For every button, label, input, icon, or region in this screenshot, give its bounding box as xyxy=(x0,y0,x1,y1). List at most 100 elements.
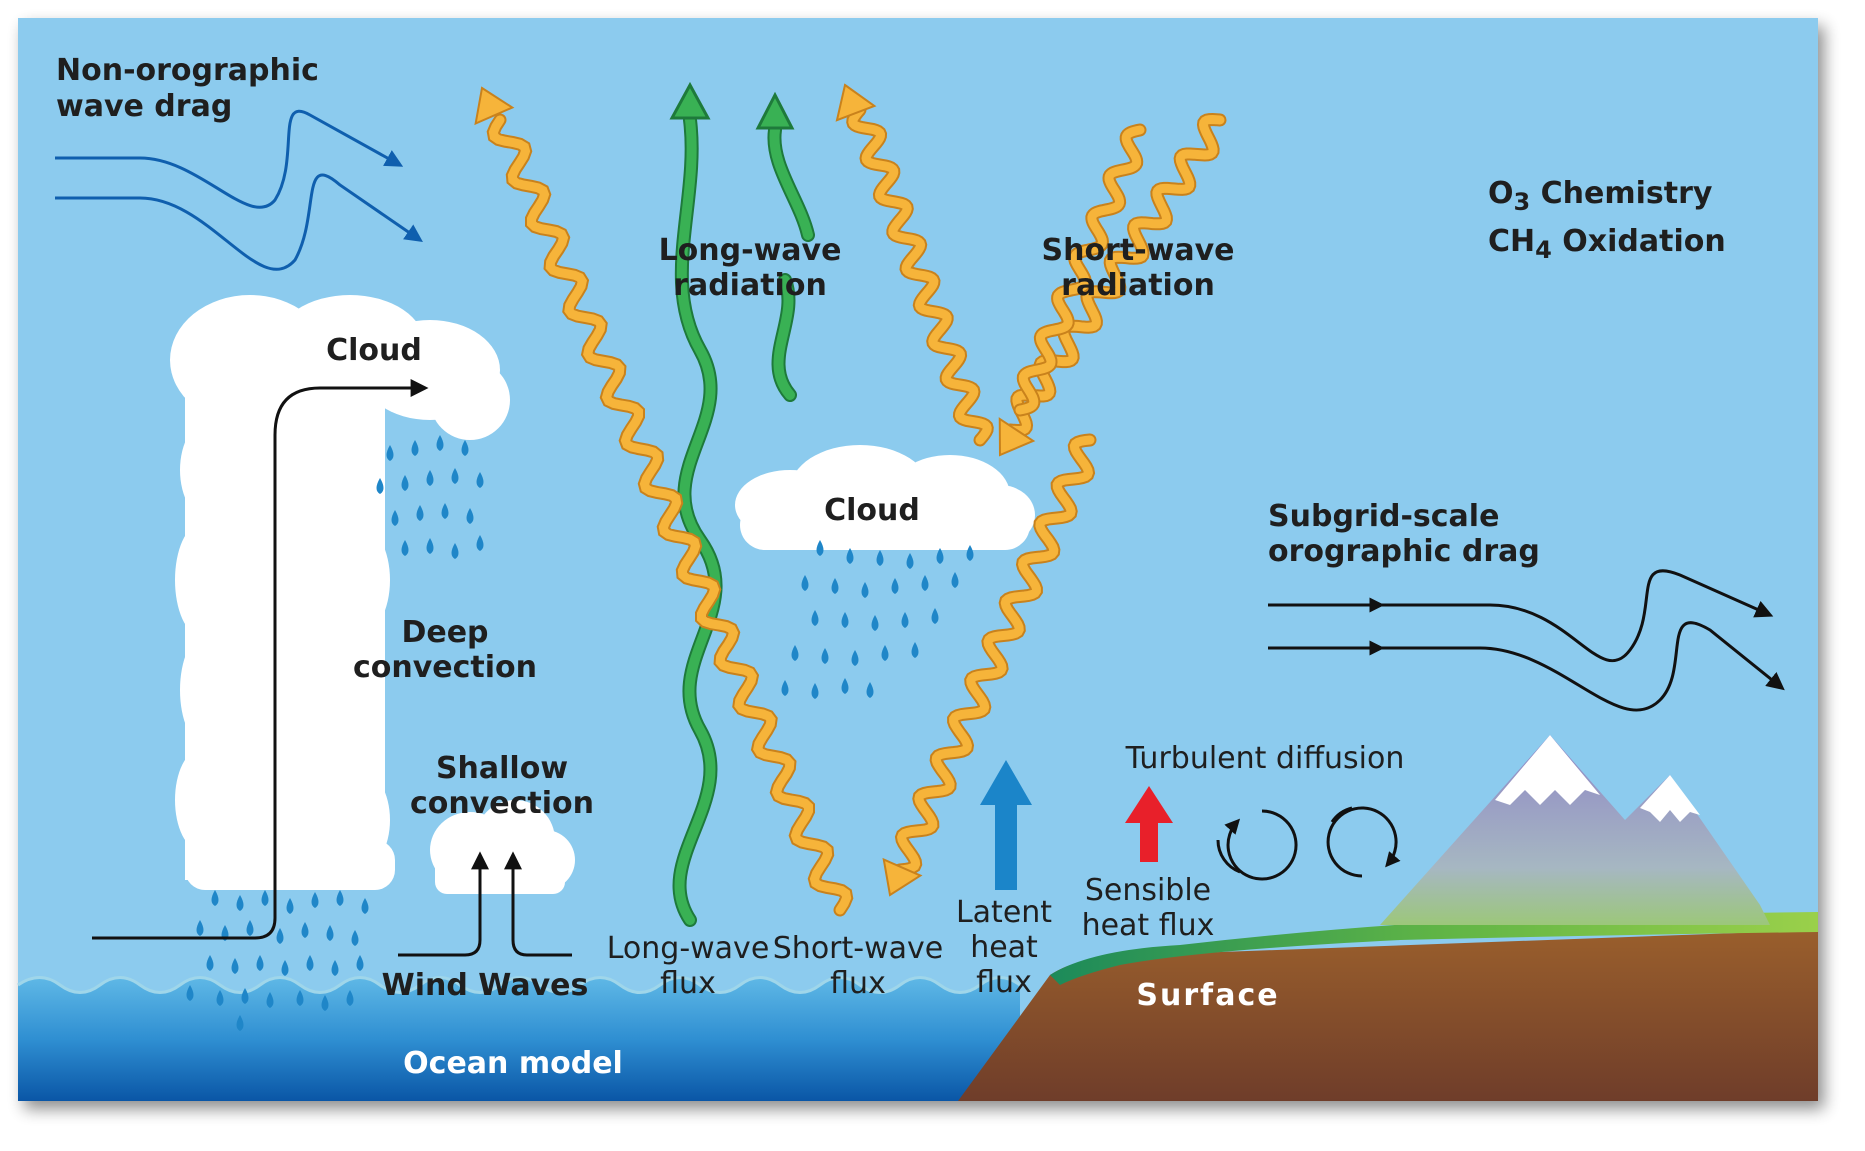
non-orographic-label-1: Non-orographic xyxy=(56,53,319,88)
latent-heat-arrow xyxy=(980,760,1032,890)
rain-drop xyxy=(841,612,849,628)
rain-drop xyxy=(781,680,789,696)
shallow-convection-arrows xyxy=(398,851,572,957)
rain-drop xyxy=(816,540,824,556)
short-wave-ray xyxy=(848,105,992,445)
rain-drop xyxy=(466,508,474,524)
short-wave-flux-label-2: flux xyxy=(830,966,886,1001)
rain-drop xyxy=(411,440,419,456)
rain-drop xyxy=(966,545,974,561)
rain-drop xyxy=(891,578,899,594)
long-wave-radiation-label-1: Long-wave xyxy=(659,233,842,268)
rain-drop xyxy=(276,928,284,944)
rain-drop xyxy=(236,895,244,911)
rain-drop xyxy=(196,920,204,936)
rain-drop xyxy=(451,468,459,484)
rain-drop xyxy=(811,683,819,699)
rain-drop xyxy=(376,478,384,494)
short-wave-arrowhead xyxy=(882,857,923,897)
rain-drop xyxy=(861,582,869,598)
rain-drop xyxy=(321,995,329,1011)
rain-drop xyxy=(236,1015,244,1031)
mountains xyxy=(1380,735,1770,925)
turbulent-eddies xyxy=(1216,806,1401,881)
rain-drop xyxy=(461,440,469,456)
rain-drop xyxy=(476,472,484,488)
short-wave-ray xyxy=(1015,125,1145,415)
wind-waves-label: Wind Waves xyxy=(382,968,589,1003)
rain-drop xyxy=(866,682,874,698)
rain-drop xyxy=(871,615,879,631)
rain-drop xyxy=(401,540,409,556)
rain-drop xyxy=(901,612,909,628)
rain-drop xyxy=(841,678,849,694)
rain-drop xyxy=(311,892,319,908)
shallow-convection-label-1: Shallow xyxy=(436,751,568,786)
rain-drop xyxy=(921,575,929,591)
rain-drop xyxy=(336,890,344,906)
rain-drop xyxy=(206,955,214,971)
deep-convection-label-1: Deep xyxy=(401,615,488,650)
short-wave-ray xyxy=(1005,114,1225,436)
short-wave-ray xyxy=(488,115,852,915)
rain-drop xyxy=(231,958,239,974)
latent-heat-label-3: flux xyxy=(976,965,1032,1000)
rain-drop xyxy=(846,548,854,564)
short-wave-radiation-label-1: Short-wave xyxy=(1041,233,1234,268)
short-wave-arrowhead xyxy=(474,86,515,126)
deep-cloud-label: Cloud xyxy=(326,333,422,368)
rain-drop xyxy=(801,575,809,591)
labels: Non-orographic wave drag Cloud Deep conv… xyxy=(56,53,1726,1081)
rain-drop xyxy=(281,960,289,976)
rain-drop xyxy=(906,553,914,569)
short-wave-radiation-label-2: radiation xyxy=(1061,268,1215,303)
rain-drop xyxy=(931,608,939,624)
sensible-heat-label-1: Sensible xyxy=(1085,873,1211,908)
rain-drop xyxy=(266,992,274,1008)
deep-convection-flow-arrow xyxy=(92,379,429,940)
short-wave-radiation-arrows xyxy=(474,83,1227,917)
short-wave-ray xyxy=(895,435,1095,875)
short-wave-arrowhead xyxy=(835,83,877,122)
rain-drop xyxy=(831,578,839,594)
long-wave-radiation-label-2: radiation xyxy=(673,268,827,303)
turbulent-diffusion-label: Turbulent diffusion xyxy=(1125,741,1405,776)
rain-drop xyxy=(811,610,819,626)
rain-drop xyxy=(296,990,304,1006)
long-wave-flux-label-1: Long-wave xyxy=(607,931,770,966)
rain-drop xyxy=(936,548,944,564)
rain-drop xyxy=(256,955,264,971)
non-orographic-label-2: wave drag xyxy=(56,89,232,124)
rain-drop xyxy=(951,572,959,588)
rain-drop xyxy=(436,435,444,451)
rain-drop xyxy=(301,922,309,938)
rain-drop xyxy=(361,898,369,914)
rain-drop xyxy=(261,890,269,906)
shallow-convection-cloud xyxy=(430,800,575,894)
ch4-oxidation-label: CH4 Oxidation xyxy=(1488,224,1726,264)
rain-drop xyxy=(451,543,459,559)
rain-drop xyxy=(216,990,224,1006)
rain-drop xyxy=(246,920,254,936)
rain-drop xyxy=(441,503,449,519)
rain-drop xyxy=(356,955,364,971)
rain-drop xyxy=(326,925,334,941)
rain-drop xyxy=(351,930,359,946)
rain-drop xyxy=(306,955,314,971)
latent-heat-label-2: heat xyxy=(970,930,1038,965)
subgrid-drag-label-2: orographic drag xyxy=(1268,534,1540,569)
non-orographic-wave-drag-arrows xyxy=(55,109,423,271)
rain-drop xyxy=(911,642,919,658)
subgrid-orographic-drag-arrows xyxy=(1268,569,1785,712)
surface-label: Surface xyxy=(1136,978,1279,1013)
ocean-model-label: Ocean model xyxy=(403,1046,623,1081)
rain-drop xyxy=(386,445,394,461)
deep-convection-cloud xyxy=(170,295,510,890)
short-wave-arrowhead xyxy=(998,417,1036,457)
rain-drop xyxy=(851,650,859,666)
short-wave-flux-label-1: Short-wave xyxy=(773,931,943,966)
rain-drop xyxy=(881,645,889,661)
subgrid-drag-label-1: Subgrid-scale xyxy=(1268,499,1499,534)
rain-drop xyxy=(401,475,409,491)
